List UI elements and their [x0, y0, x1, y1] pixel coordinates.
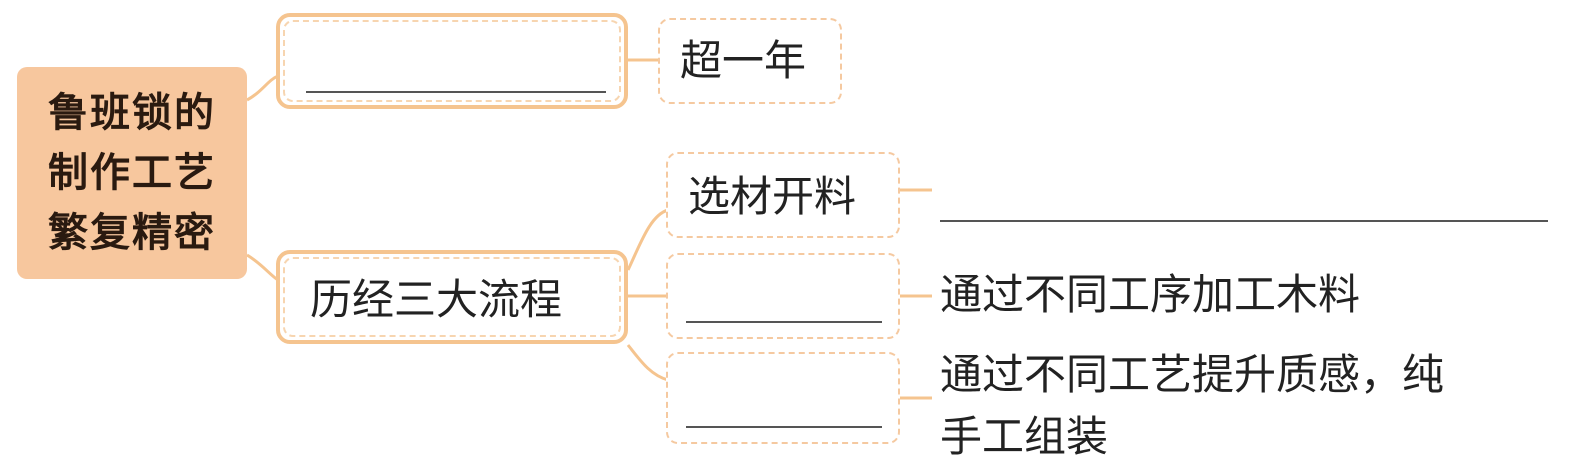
- connector-root-bottom: [246, 253, 279, 282]
- step2-box: [666, 253, 900, 339]
- root-line-2: 制作工艺: [48, 150, 216, 196]
- time-result-text: 超一年: [680, 36, 807, 85]
- connector-process-step3: [626, 344, 669, 382]
- step3-description-line-2: 手工组装: [940, 412, 1109, 461]
- step3-box: [666, 352, 900, 444]
- step1-name: 选材开料: [688, 172, 857, 221]
- time-result-box: 超一年: [658, 18, 842, 104]
- root-line-3: 繁复精密: [48, 210, 216, 256]
- process-label: 历经三大流程: [310, 275, 563, 324]
- step3-description-line-1: 通过不同工艺提升质感，纯: [940, 350, 1445, 399]
- step2-name-blank[interactable]: [686, 321, 882, 323]
- step2-description: 通过不同工序加工木料: [940, 270, 1361, 319]
- step3-name-blank[interactable]: [686, 426, 882, 428]
- root-node: 鲁班锁的 制作工艺 繁复精密: [17, 67, 247, 279]
- process-box: 历经三大流程: [276, 250, 628, 344]
- connector-process-step1: [626, 208, 669, 271]
- step1-box: 选材开料: [666, 152, 900, 238]
- time-answer-blank[interactable]: [306, 91, 606, 93]
- step1-description-blank[interactable]: [940, 220, 1548, 222]
- connector-root-top: [246, 74, 279, 102]
- time-answer-box: [276, 13, 628, 109]
- root-line-1: 鲁班锁的: [48, 90, 216, 136]
